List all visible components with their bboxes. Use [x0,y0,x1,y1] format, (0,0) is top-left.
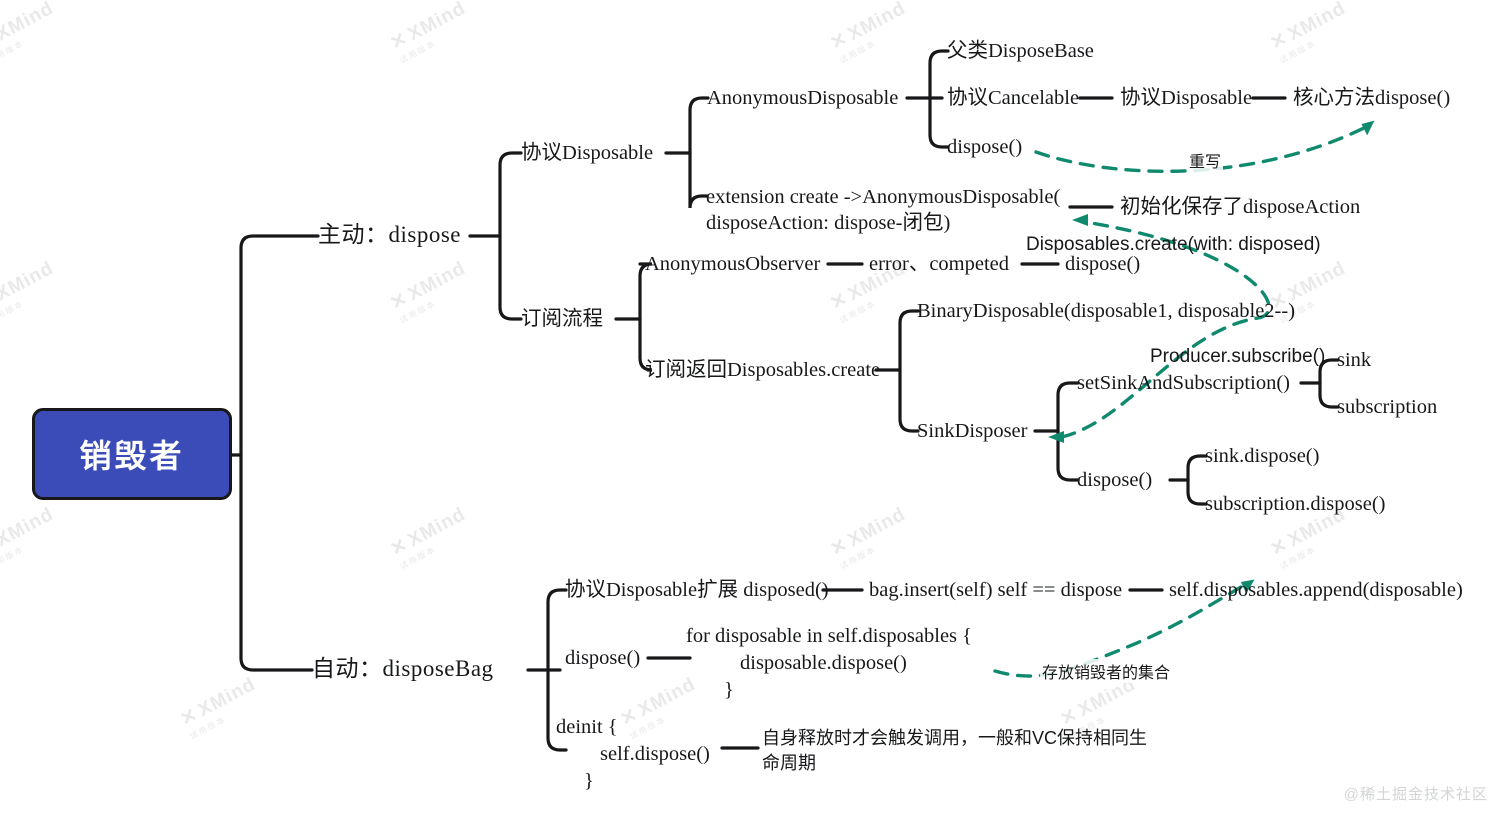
edge-root-to-auto [239,453,314,672]
node-sink-dispose[interactable]: sink.dispose() [1205,445,1320,467]
deinit-line2: self.dispose() [600,743,710,765]
node-protocol-cancelable[interactable]: 协议Cancelable [947,87,1080,109]
node-core-method-dispose[interactable]: 核心方法dispose() [1293,87,1451,109]
edge-anon-to-dispose [928,96,950,149]
edge-sinkdisposer-to-dispose [1056,429,1080,482]
extension-create-line2: disposeAction: dispose-闭包) [706,212,951,234]
node-set-sink-and-subscription[interactable]: setSinkAndSubscription() [1077,372,1290,394]
node-subscription[interactable]: subscription [1337,396,1438,418]
node-deinit-block[interactable]: deinit { self.dispose()} [556,714,710,795]
node-sink-disposer[interactable]: SinkDisposer [917,420,1028,442]
deinit-line1: deinit { [556,716,618,738]
label-producer-subscribe: Producer.subscribe() [1150,346,1326,367]
edge-protocol-to-anon [688,96,710,155]
edge-auto-to-ext [546,588,568,672]
edge-anon-to-base [928,49,950,100]
deinit-note-line1: 自身释放时才会触发调用，一般和VC保持相同生 [762,728,1148,748]
node-active-dispose[interactable]: 主动：dispose [318,222,461,247]
node-subscribe-return[interactable]: 订阅返回Disposables.create [645,359,881,381]
node-bag-insert[interactable]: bag.insert(self) self == dispose [869,579,1123,601]
node-binary-disposable[interactable]: BinaryDisposable(disposable1, disposable… [917,300,1296,322]
edge-root-to-active [239,234,320,457]
edge-subreturn-to-binary [898,309,920,372]
node-extension-create[interactable]: extension create ->AnonymousDisposable( d… [706,184,1076,236]
node-subscription-dispose[interactable]: subscription.dispose() [1205,493,1386,515]
for-loop-line1: for disposable in self.disposables { [686,625,972,647]
deinit-line3: } [584,770,594,792]
node-error-competed[interactable]: error、competed [869,253,1010,275]
relation-label-override: 重写 [1187,148,1224,172]
edge-sinkdisposer-to-setsink [1056,381,1080,433]
deinit-note-line2: 命周期 [762,753,816,773]
node-parent-disposebase[interactable]: 父类DisposeBase [947,40,1094,62]
node-self-disposables-append[interactable]: self.disposables.append(disposable) [1169,579,1463,601]
credit-watermark: @稀土掘金技术社区 [1343,786,1488,803]
edge-dispose-to-subdispose [1186,478,1208,506]
arrowhead-create-sink [1048,431,1064,443]
node-protocol-disposable-2[interactable]: 协议Disposable [1120,87,1253,109]
label-disposables-create-with: Disposables.create(with: disposed) [1026,234,1321,255]
node-anonymous-disposable[interactable]: AnonymousDisposable [707,87,899,109]
edge-protocol-to-ext [688,151,709,209]
edge-active-to-flow [498,234,523,321]
node-auto-disposebag[interactable]: 自动：disposeBag [312,656,494,681]
for-loop-line3: } [724,679,734,701]
node-dispose-leaf[interactable]: dispose() [947,136,1023,158]
for-loop-line2: disposable.dispose() [740,652,907,674]
node-sink[interactable]: sink [1337,349,1372,371]
edge-dispose-to-sinkdispose [1186,454,1208,482]
node-for-loop-block[interactable]: for disposable in self.disposables { disp… [686,623,972,704]
node-sink-dispose-parent[interactable]: dispose() [1077,469,1153,491]
arrowhead-override [1361,120,1375,136]
extension-create-line1: extension create ->AnonymousDisposable( [706,186,1061,208]
relation-label-collection: 存放销毁者的集合 [1040,659,1173,683]
node-protocol-disposable[interactable]: 协议Disposable [521,142,654,164]
node-subscribe-flow[interactable]: 订阅流程 [521,308,603,330]
node-init-saved-disposeaction[interactable]: 初始化保存了disposeAction [1120,196,1361,218]
node-deinit-note[interactable]: 自身释放时才会触发调用，一般和VC保持相同生命周期 [762,726,1162,776]
root-node[interactable]: 销毁者 [32,408,232,500]
edge-setsink-to-subscription [1318,381,1340,409]
edge-subreturn-to-sink [898,368,920,433]
edge-active-to-protocol [498,151,523,238]
node-protocol-disposable-ext[interactable]: 协议Disposable扩展 disposed() [565,579,829,601]
node-anonymous-observer[interactable]: AnonymousObserver [645,253,821,275]
node-auto-dispose[interactable]: dispose() [565,647,641,669]
